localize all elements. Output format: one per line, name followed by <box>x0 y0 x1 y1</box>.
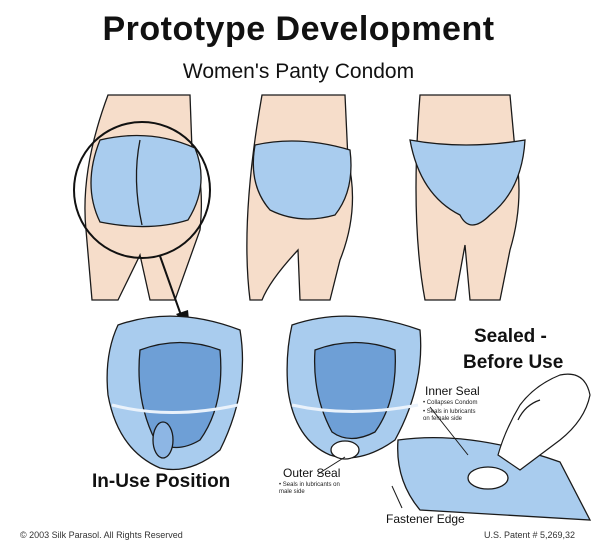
patent-text: U.S. Patent # 5,269,32 <box>484 530 575 540</box>
figure-front-view <box>410 95 525 300</box>
in-use-position-label: In-Use Position <box>92 470 230 494</box>
before-use-label: Before Use <box>463 351 563 375</box>
condom-in-use-illustration <box>107 316 242 469</box>
copyright-text: © 2003 Silk Parasol. All Rights Reserved <box>20 530 183 540</box>
page-title: Prototype Development <box>0 10 597 49</box>
fastener-edge-label: Fastener Edge <box>386 512 465 526</box>
fastener-sheet <box>398 438 590 520</box>
inner-seal-note-1: • Collapses Condom <box>423 400 477 407</box>
inner-seal-note-2: • Seals in lubricants on female side <box>423 409 483 423</box>
outer-seal-label: Outer Seal <box>283 466 340 480</box>
figure2-panty <box>253 141 351 219</box>
outer-seal-note: • Seals in lubricants on male side <box>279 482 341 496</box>
figure1-panty <box>91 136 201 227</box>
hand-illustration <box>498 374 590 470</box>
inner-seal-label: Inner Seal <box>425 384 480 398</box>
figure-side-view <box>247 95 353 300</box>
sealed-label: Sealed - <box>474 325 547 349</box>
figure-rear-view <box>74 95 210 300</box>
page-subtitle: Women's Panty Condom <box>0 60 597 84</box>
condom-sealed-illustration <box>287 316 421 459</box>
